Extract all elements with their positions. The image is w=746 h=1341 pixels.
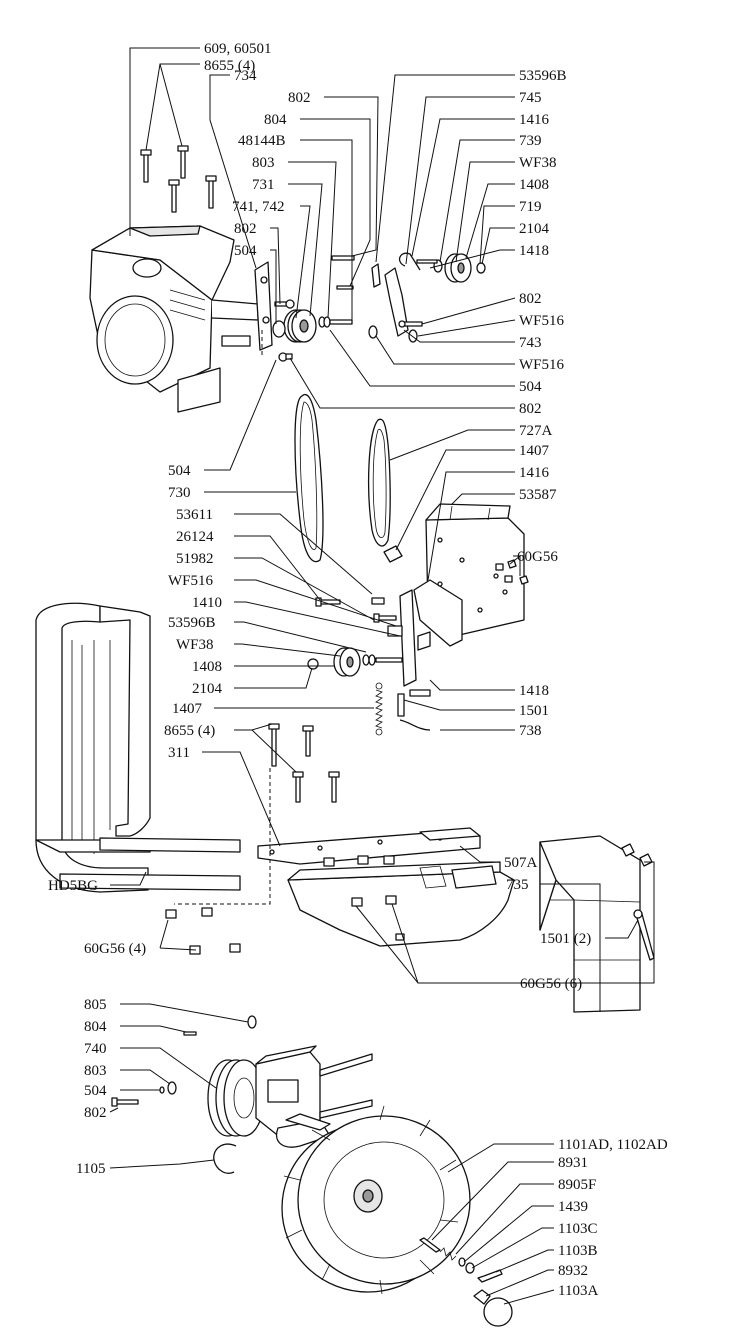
label-745: 745 bbox=[519, 90, 542, 106]
label-1408-b: 1408 bbox=[192, 659, 222, 675]
label-1105: 1105 bbox=[76, 1161, 105, 1177]
label-53587: 53587 bbox=[519, 487, 557, 503]
label-8655-lower: 8655 (4) bbox=[164, 723, 215, 739]
tine-wheel-1101ad bbox=[281, 1105, 471, 1295]
engine-pulley-731 bbox=[272, 309, 317, 343]
label-1407-b: 1407 bbox=[172, 701, 203, 717]
label-2104-a: 2104 bbox=[519, 221, 550, 237]
hub-hardware bbox=[419, 1237, 513, 1327]
label-wf516-b: WF516 bbox=[519, 357, 565, 373]
label-1103b: 1103B bbox=[558, 1243, 597, 1259]
shield-735 bbox=[539, 835, 641, 1013]
belt-730 bbox=[294, 393, 324, 563]
label-803-a: 803 bbox=[252, 155, 275, 171]
label-507a: 507A bbox=[504, 855, 538, 871]
label-1103c: 1103C bbox=[558, 1221, 597, 1237]
hardware-lower-left bbox=[111, 1081, 177, 1107]
label-719: 719 bbox=[519, 199, 542, 215]
label-311: 311 bbox=[168, 745, 190, 761]
pulley-bracket-734 bbox=[254, 261, 295, 351]
label-743: 743 bbox=[519, 335, 542, 351]
label-wf516-a: WF516 bbox=[519, 313, 565, 329]
label-8655-top: 8655 (4) bbox=[204, 58, 255, 74]
label-1416-b: 1416 bbox=[519, 465, 550, 481]
label-1418-b: 1418 bbox=[519, 683, 549, 699]
label-734: 734 bbox=[234, 68, 257, 84]
label-60g56-a: 60G56 bbox=[517, 549, 558, 565]
label-8905f: 8905F bbox=[558, 1177, 596, 1193]
label-802-e: 802 bbox=[84, 1105, 107, 1121]
idler-bracket-743 bbox=[368, 252, 443, 343]
idler-pulley-1408-lower bbox=[307, 647, 403, 677]
label-1410: 1410 bbox=[192, 595, 222, 611]
label-804-a: 804 bbox=[264, 112, 287, 128]
label-504-d: 504 bbox=[84, 1083, 107, 1099]
label-1103a: 1103A bbox=[558, 1283, 598, 1299]
belt-727a bbox=[367, 418, 391, 547]
nuts-60g56-4 bbox=[165, 907, 241, 955]
label-802-a: 802 bbox=[288, 90, 311, 106]
label-1439: 1439 bbox=[558, 1199, 588, 1215]
label-wf516-c: WF516 bbox=[168, 573, 214, 589]
label-741-742: 741, 742 bbox=[232, 199, 285, 215]
washers-near-engine-pulley bbox=[278, 255, 355, 362]
label-802-c: 802 bbox=[519, 291, 542, 307]
label-739: 739 bbox=[519, 133, 542, 149]
label-51982: 51982 bbox=[176, 551, 214, 567]
label-1501-a: 1501 bbox=[519, 703, 549, 719]
tension-arm-area bbox=[315, 545, 431, 731]
nuts-60g56-6 bbox=[323, 855, 397, 907]
label-8931: 8931 bbox=[558, 1155, 588, 1171]
washer-805 bbox=[247, 1015, 257, 1029]
label-609: 609, 60501 bbox=[204, 41, 272, 57]
label-740: 740 bbox=[84, 1041, 107, 1057]
label-60g56-4: 60G56 (4) bbox=[84, 941, 146, 957]
tine-bracket-53587 bbox=[413, 503, 525, 647]
spring-1407-lower bbox=[375, 682, 383, 736]
label-53596b-b: 53596B bbox=[168, 615, 216, 631]
label-504-b: 504 bbox=[519, 379, 542, 395]
gearbox-pulley-740 bbox=[183, 1031, 373, 1148]
label-53611: 53611 bbox=[176, 507, 213, 523]
bolts-8655-lower bbox=[268, 723, 340, 803]
label-803-b: 803 bbox=[84, 1063, 107, 1079]
label-hd5bg: HD5BG bbox=[48, 878, 98, 894]
label-53596b-top: 53596B bbox=[519, 68, 567, 84]
label-738: 738 bbox=[519, 723, 542, 739]
label-731: 731 bbox=[252, 177, 275, 193]
label-730: 730 bbox=[168, 485, 191, 501]
label-504-a: 504 bbox=[234, 243, 257, 259]
label-26124: 26124 bbox=[176, 529, 214, 545]
frame-rail-311 bbox=[257, 827, 481, 865]
label-wf38-b: WF38 bbox=[176, 637, 214, 653]
callout-labels: 609, 60501 8655 (4) 734 53596B 802 745 8… bbox=[48, 41, 668, 1299]
label-804-b: 804 bbox=[84, 1019, 107, 1035]
bumper-hd5bg bbox=[35, 602, 241, 893]
label-1407-a: 1407 bbox=[519, 443, 550, 459]
idler-pulley-1408-top bbox=[444, 253, 486, 283]
engine-part bbox=[89, 225, 259, 413]
label-8932: 8932 bbox=[558, 1263, 588, 1279]
bolts-8655-top bbox=[140, 145, 217, 213]
clip-1105 bbox=[213, 1143, 237, 1174]
label-735: 735 bbox=[506, 877, 529, 893]
label-48144b: 48144B bbox=[238, 133, 286, 149]
label-1101ad-1102ad: 1101AD, 1102AD bbox=[558, 1137, 668, 1153]
leader-lines bbox=[109, 47, 655, 1305]
label-1418-a: 1418 bbox=[519, 243, 549, 259]
label-805: 805 bbox=[84, 997, 107, 1013]
label-2104-b: 2104 bbox=[192, 681, 223, 697]
skid-plate-507a bbox=[287, 861, 515, 947]
label-802-d: 802 bbox=[519, 401, 542, 417]
label-wf38-a: WF38 bbox=[519, 155, 557, 171]
label-727a: 727A bbox=[519, 423, 553, 439]
label-802-b: 802 bbox=[234, 221, 257, 237]
label-60g56-6: 60G56 (6) bbox=[520, 976, 582, 992]
label-504-c: 504 bbox=[168, 463, 191, 479]
label-1416-a: 1416 bbox=[519, 112, 550, 128]
label-1501-2: 1501 (2) bbox=[540, 931, 591, 947]
label-1408-a: 1408 bbox=[519, 177, 549, 193]
nuts-60g56-right bbox=[495, 559, 529, 585]
